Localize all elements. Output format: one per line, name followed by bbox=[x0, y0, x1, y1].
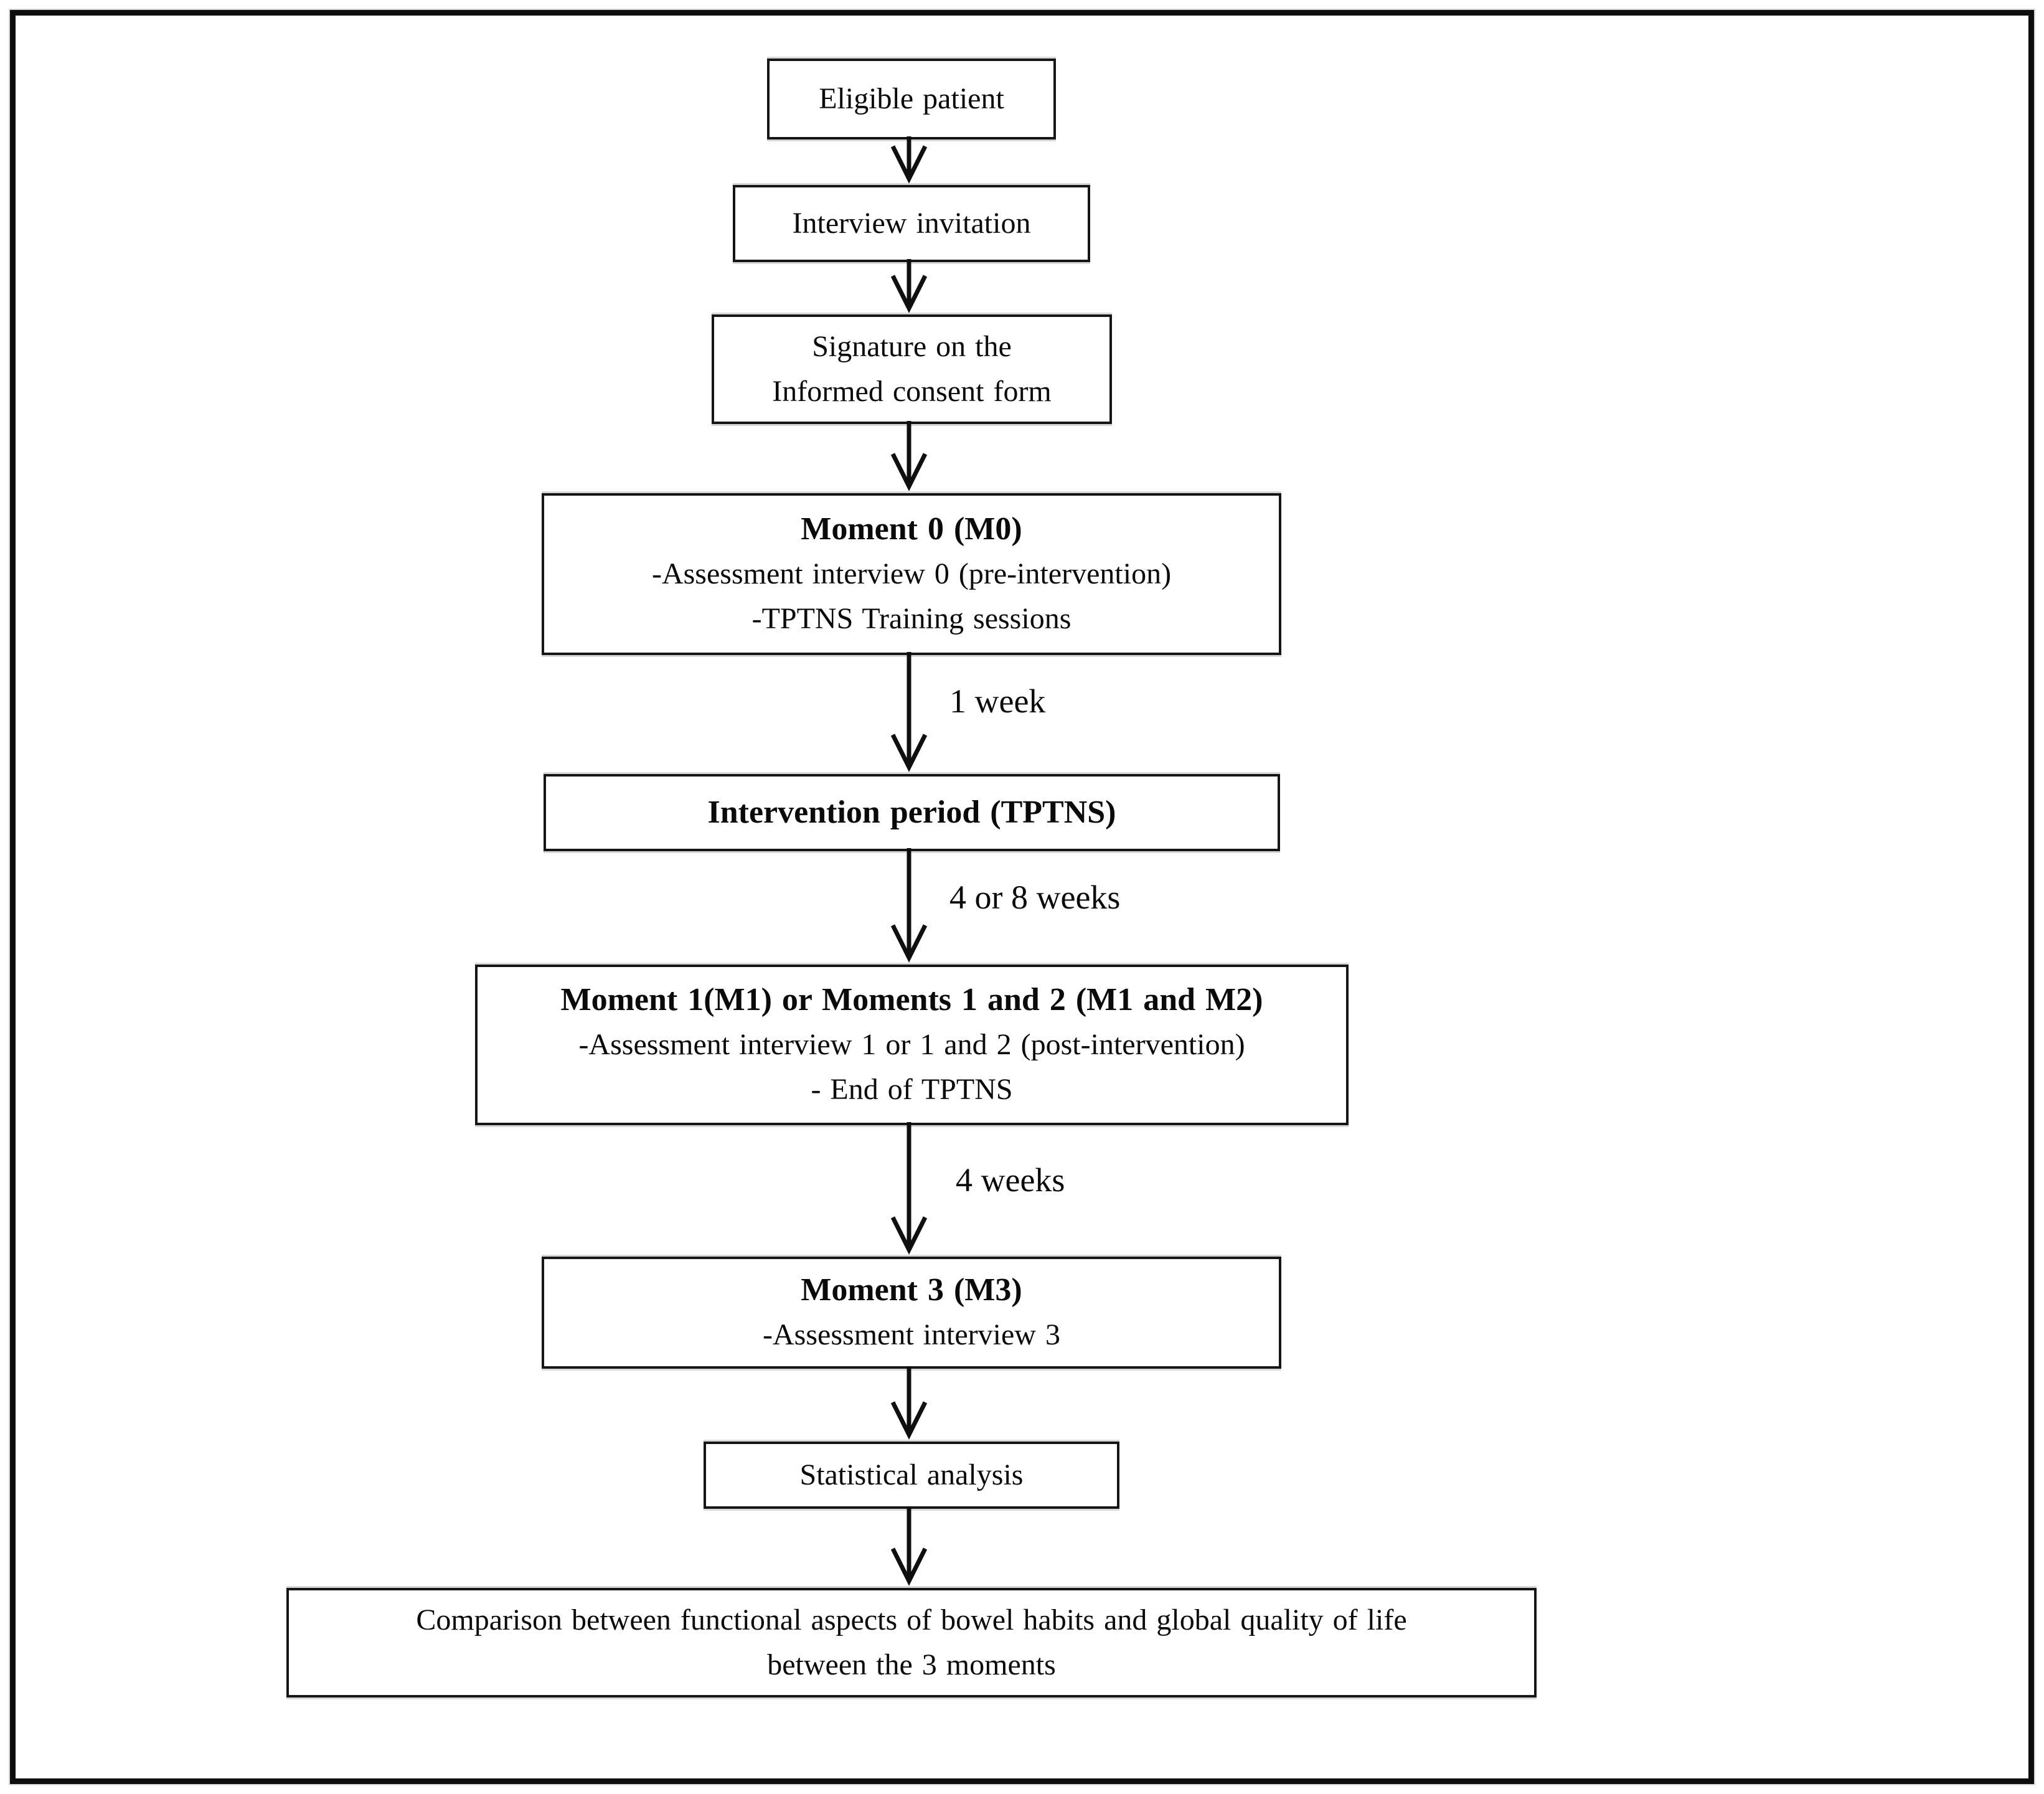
arrow-down-5 bbox=[890, 848, 928, 963]
node-text-line1: Signature on the bbox=[812, 330, 1012, 363]
node-item1: -Assessment interview 3 bbox=[763, 1318, 1060, 1351]
arrow-down-8 bbox=[890, 1506, 928, 1586]
figure-border bbox=[10, 10, 2034, 1784]
arrow-down-2 bbox=[890, 259, 928, 313]
node-text: Eligible patient bbox=[819, 82, 1004, 115]
arrow-down-1 bbox=[890, 136, 928, 184]
arrow-down-6 bbox=[890, 1122, 928, 1255]
node-item2: - End of TPTNS bbox=[811, 1073, 1013, 1106]
node-statistical-analysis: Statistical analysis bbox=[704, 1442, 1119, 1509]
node-title: Moment 0 (M0) bbox=[801, 511, 1022, 547]
node-item1: -Assessment interview 1 or 1 and 2 (post… bbox=[578, 1028, 1245, 1061]
node-text-line2: between the 3 moments bbox=[767, 1648, 1056, 1681]
node-text-line2: Informed consent form bbox=[772, 375, 1052, 408]
arrow-down-4 bbox=[890, 652, 928, 772]
edge-label-4-or-8-weeks: 4 or 8 weeks bbox=[949, 879, 1121, 916]
node-text: Statistical analysis bbox=[799, 1458, 1024, 1491]
node-moment-1-2: Moment 1(M1) or Moments 1 and 2 (M1 and … bbox=[475, 965, 1349, 1125]
node-text: Interview invitation bbox=[792, 207, 1031, 240]
arrow-down-3 bbox=[890, 421, 928, 491]
node-item2: -TPTNS Training sessions bbox=[751, 602, 1071, 635]
node-title: Moment 1(M1) or Moments 1 and 2 (M1 and … bbox=[560, 982, 1263, 1017]
arrow-down-7 bbox=[890, 1366, 928, 1440]
node-moment-3: Moment 3 (M3) -Assessment interview 3 bbox=[542, 1257, 1281, 1369]
node-item1: -Assessment interview 0 (pre-interventio… bbox=[651, 557, 1172, 590]
node-eligible-patient: Eligible patient bbox=[767, 59, 1056, 139]
node-intervention-period: Intervention period (TPTNS) bbox=[544, 774, 1280, 851]
node-title: Moment 3 (M3) bbox=[801, 1272, 1022, 1308]
edge-label-4-weeks: 4 weeks bbox=[956, 1161, 1065, 1199]
node-moment-0: Moment 0 (M0) -Assessment interview 0 (p… bbox=[542, 493, 1281, 655]
node-signature-consent: Signature on the Informed consent form bbox=[712, 314, 1112, 424]
node-interview-invitation: Interview invitation bbox=[733, 185, 1090, 262]
node-title: Intervention period (TPTNS) bbox=[707, 795, 1116, 830]
node-comparison: Comparison between functional aspects of… bbox=[286, 1588, 1537, 1697]
node-text-line1: Comparison between functional aspects of… bbox=[416, 1603, 1407, 1636]
edge-label-1-week: 1 week bbox=[949, 682, 1046, 720]
